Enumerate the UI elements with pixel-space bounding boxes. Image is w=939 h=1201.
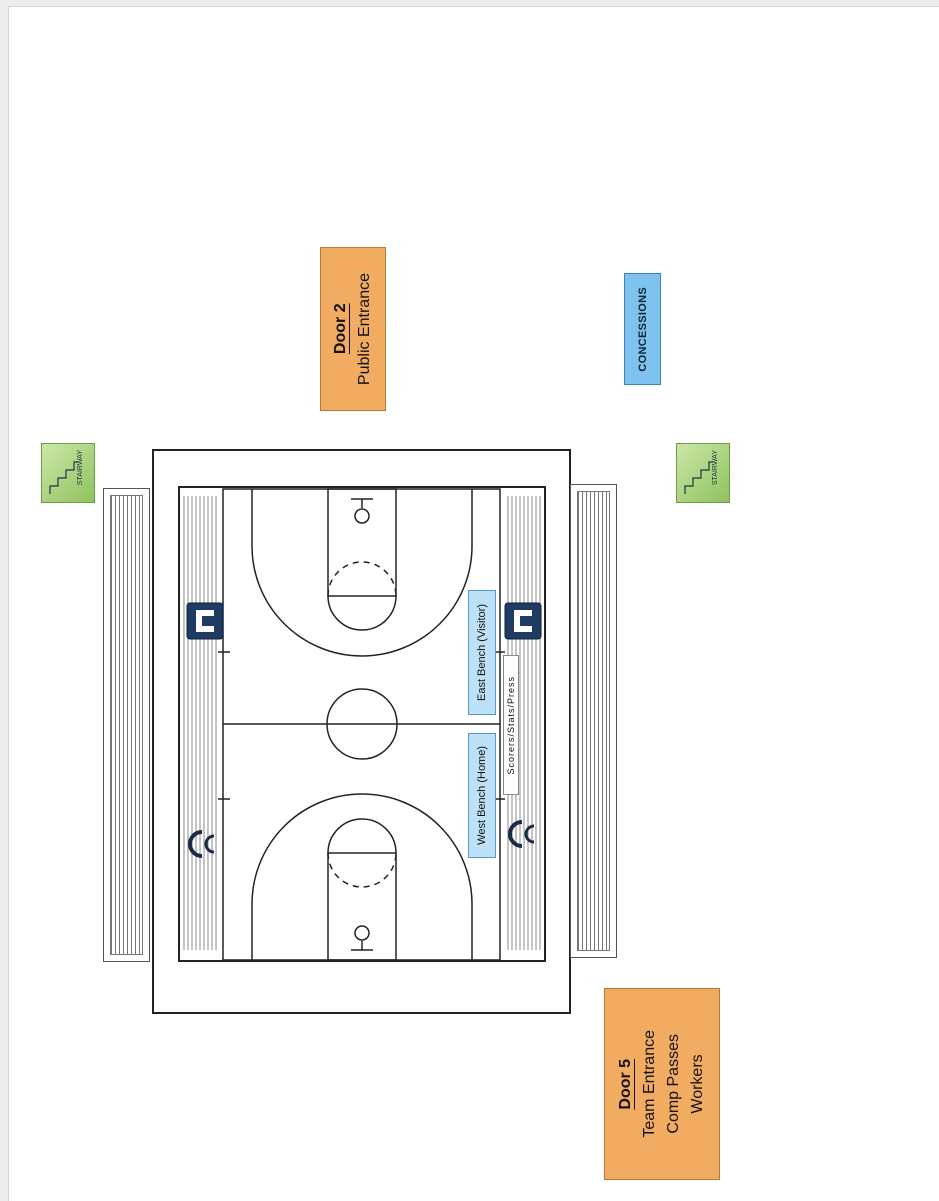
door-5-line-2: Comp Passes [665, 1034, 682, 1134]
center-circle [326, 688, 398, 760]
three-point-arc-south [251, 793, 473, 960]
hoop-south [354, 925, 370, 941]
stairs-icon [684, 461, 713, 494]
door-2-title: Door 2 [332, 303, 349, 355]
door-2-description: Public Entrance [356, 272, 373, 386]
door-5-line-1: Team Entrance [641, 1030, 658, 1138]
ft-circle-north-solid [327, 595, 397, 631]
stairway-east: STAIRWAY [676, 443, 730, 503]
three-point-arc-north [251, 489, 473, 657]
door-5-box: Door 5 Team Entrance Comp Passes Workers [604, 988, 720, 1180]
hoop-north [354, 508, 370, 524]
scorers-table-label: Scorers/Stats/Press [503, 655, 519, 795]
east-bench-text: East Bench (Visitor) [476, 603, 488, 701]
bleacher-west [103, 488, 150, 962]
ft-circle-south-dashed [327, 852, 397, 888]
bleacher-east [570, 484, 617, 958]
monogram-logo-west [186, 602, 224, 640]
bleacher-rows [110, 495, 143, 955]
stairway-west: STAIRWAY [41, 443, 95, 503]
key-south [327, 852, 397, 961]
cc-script-logo-east [508, 820, 535, 848]
concessions-box: CONCESSIONS [624, 273, 661, 385]
east-bench-label: East Bench (Visitor) [468, 590, 496, 715]
west-sideline-stripes [183, 496, 217, 950]
east-sideline-stripes [507, 496, 541, 950]
scorers-table-text: Scorers/Stats/Press [506, 675, 516, 775]
stairway-east-label: STAIRWAY [712, 450, 719, 486]
door-5-line-3: Workers [689, 1054, 706, 1114]
concessions-label: CONCESSIONS [636, 286, 649, 372]
ft-circle-north-dashed [327, 561, 397, 597]
west-bench-text: West Bench (Home) [476, 746, 488, 845]
stairs-icon [49, 461, 78, 494]
door-2-box: Door 2 Public Entrance [320, 247, 386, 411]
west-bench-label: West Bench (Home) [468, 733, 496, 858]
bleacher-rows [577, 491, 610, 951]
basketball-court [178, 486, 546, 962]
ft-circle-south-solid [327, 818, 397, 854]
monogram-logo-east [504, 602, 542, 640]
key-north [327, 488, 397, 597]
cc-script-logo-west [188, 830, 215, 858]
stairway-west-label: STAIRWAY [77, 450, 84, 486]
door-5-title: Door 5 [617, 1058, 634, 1110]
